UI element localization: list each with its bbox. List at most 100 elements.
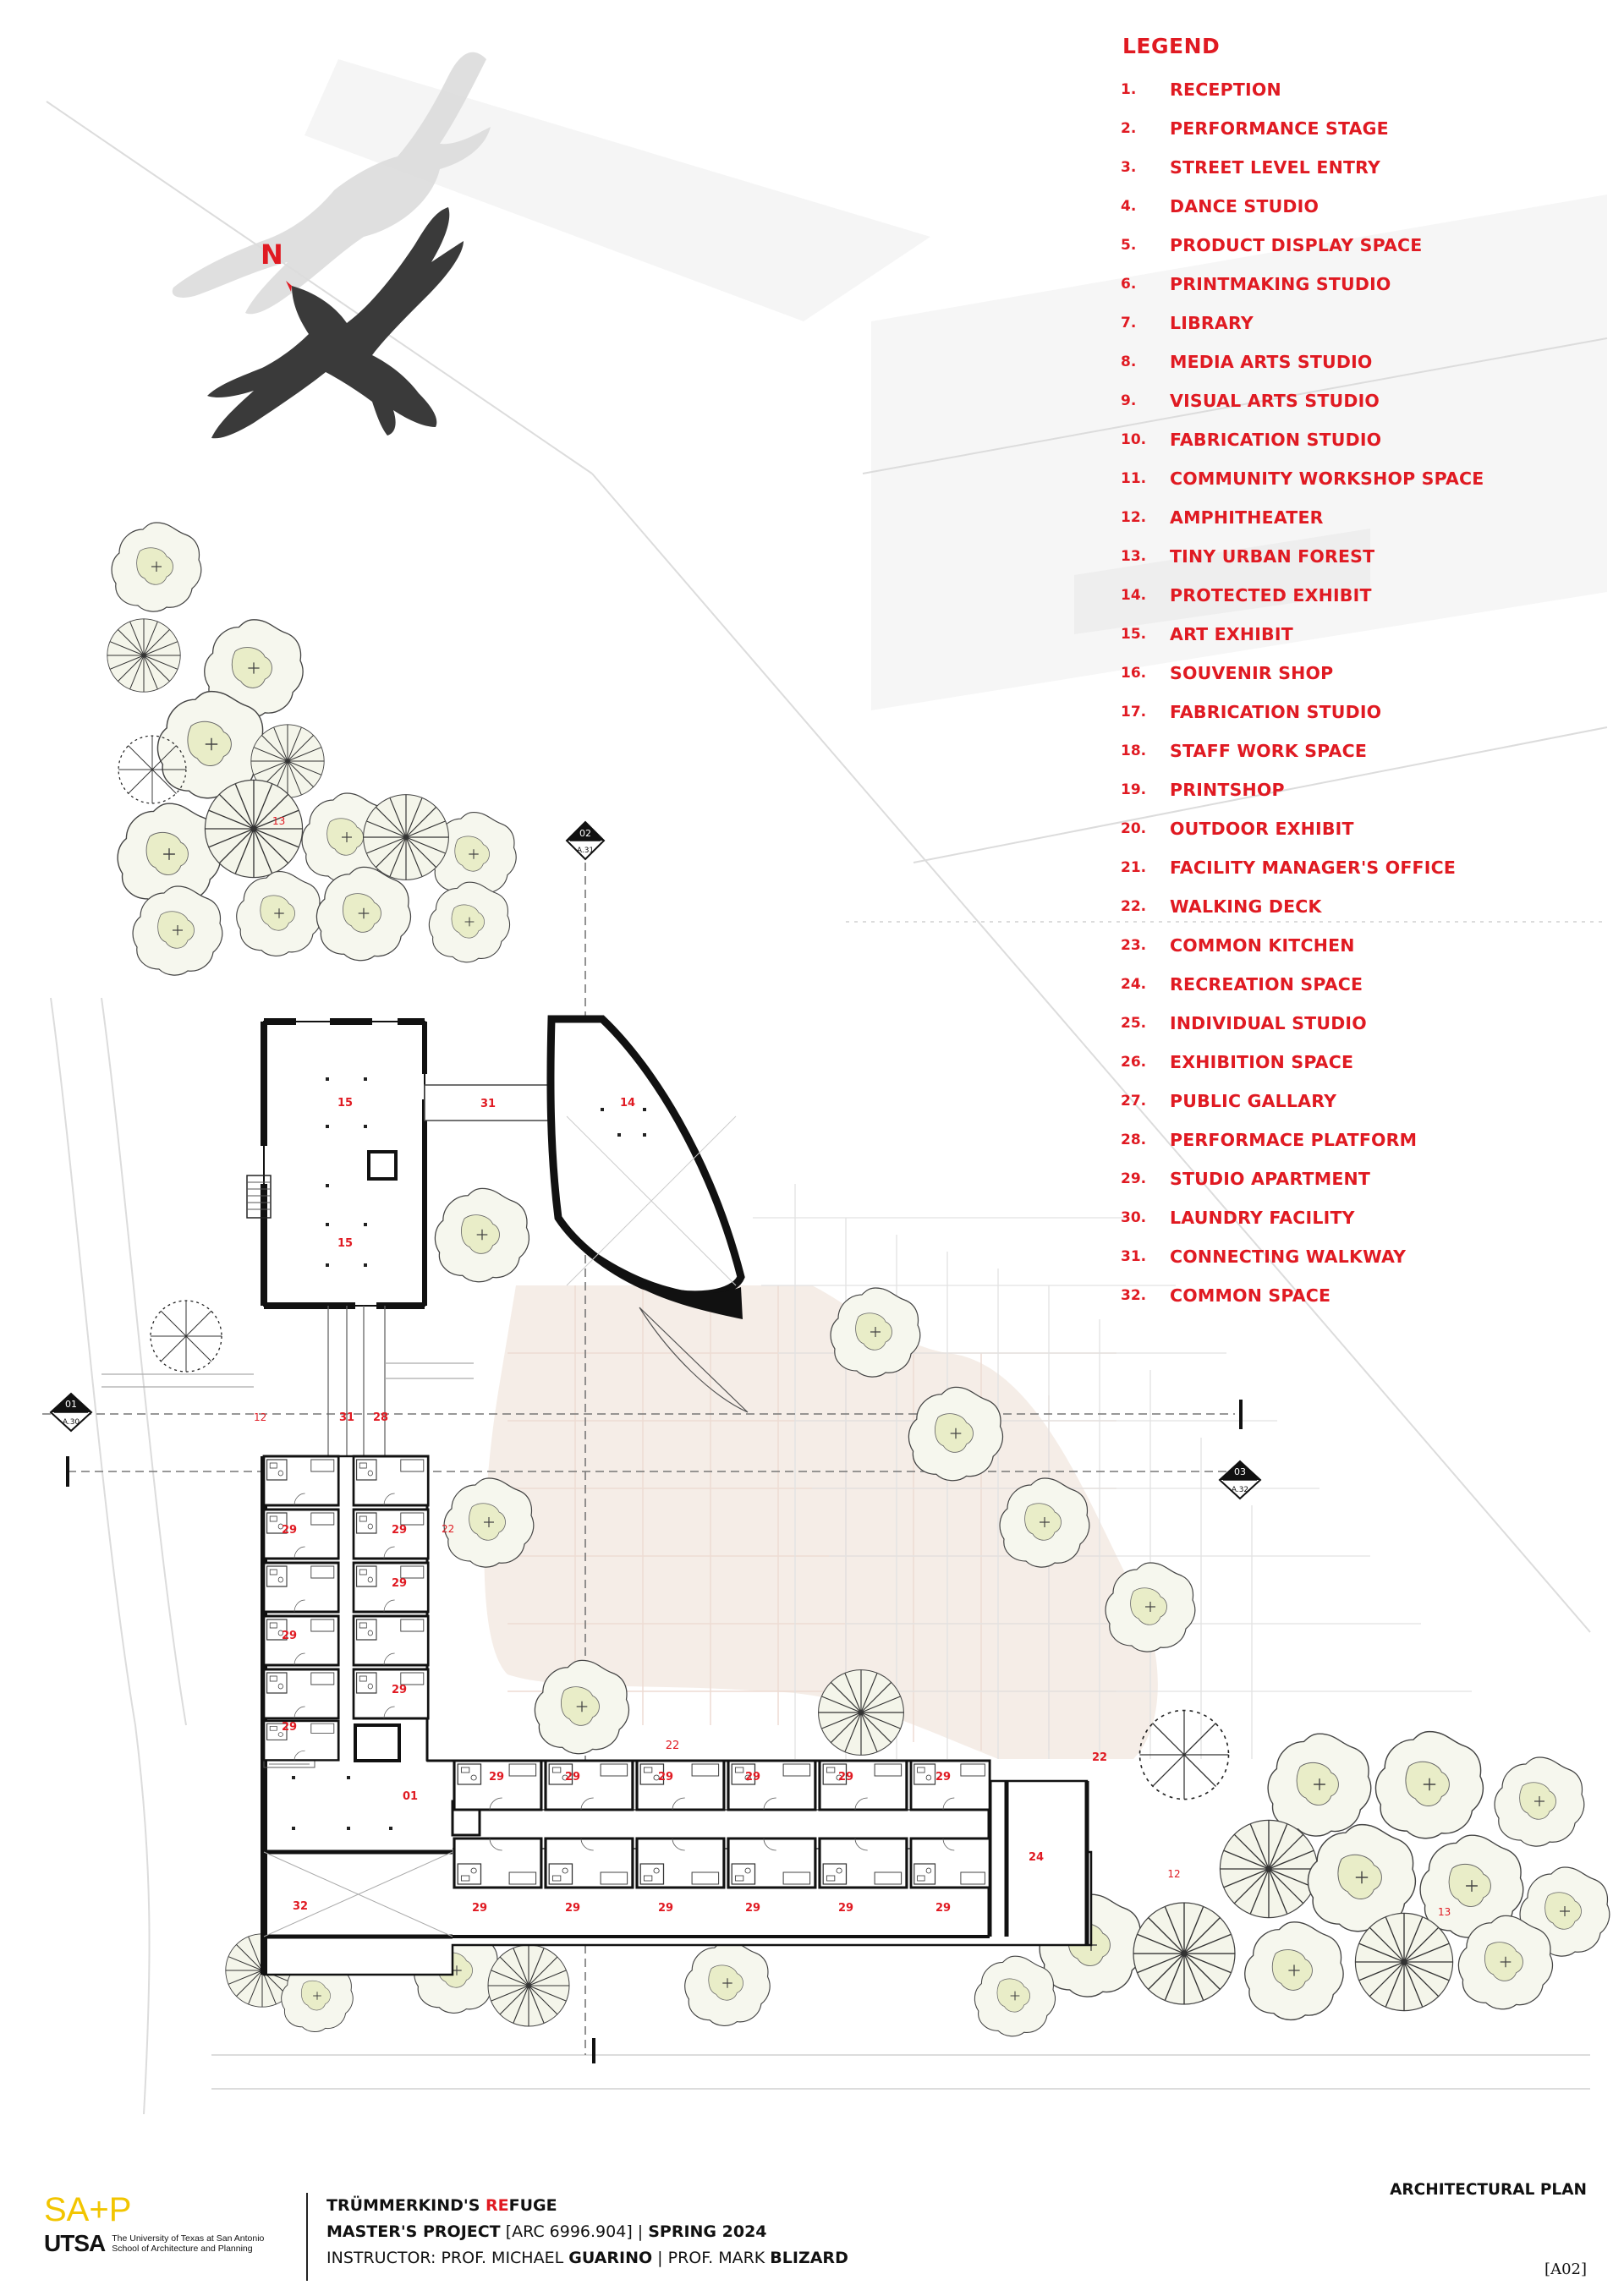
legend-item-number: 22.: [1121, 898, 1147, 915]
legend-item-label: AMPHITHEATER: [1170, 507, 1324, 528]
legend-item-number: 17.: [1121, 704, 1147, 721]
course-info: MASTER'S PROJECT [ARC 6996.904] | SPRING…: [326, 2219, 848, 2245]
instructor-name-1: GUARINO: [568, 2249, 653, 2267]
legend-item-number: 27.: [1121, 1093, 1147, 1110]
north-arrow-bird-shadow-icon: [172, 52, 491, 315]
apt-tag: 29: [838, 1902, 853, 1915]
legend-item: 14.PROTECTED EXHIBIT: [1121, 576, 1594, 615]
legend-item: 23.COMMON KITCHEN: [1121, 926, 1594, 965]
legend-item: 3.STREET LEVEL ENTRY: [1121, 148, 1594, 187]
legend-item-label: ART EXHIBIT: [1170, 624, 1293, 644]
section-marker-02: 02 A.31: [565, 820, 606, 861]
room-tag-recreation: 24: [1029, 1851, 1044, 1864]
apt-tag: 29: [838, 1771, 853, 1784]
legend-item-number: 20.: [1121, 820, 1147, 837]
apt-tag: 29: [935, 1902, 951, 1915]
apt-tag: 29: [282, 1524, 297, 1537]
art-exhibit-building: [246, 1018, 427, 1309]
apt-tag: 29: [658, 1902, 673, 1915]
project-info: TRÜMMERKIND'S REFUGE MASTER'S PROJECT [A…: [306, 2193, 848, 2281]
project-title-accent: RE: [486, 2196, 509, 2215]
legend-item-number: 9.: [1121, 392, 1137, 409]
legend-item-number: 32.: [1121, 1287, 1147, 1304]
protected-exhibit-pavilion: [546, 1015, 749, 1413]
sheet-title: ARCHITECTURAL PLAN: [1390, 2181, 1587, 2199]
legend-item-number: 21.: [1121, 859, 1147, 876]
apt-tag: 29: [392, 1684, 407, 1696]
legend-item-label: PRINTSHOP: [1170, 780, 1285, 800]
legend-item: 1.RECEPTION: [1121, 70, 1594, 109]
legend-item: 2.PERFORMANCE STAGE: [1121, 109, 1594, 148]
legend-item-label: INDIVIDUAL STUDIO: [1170, 1013, 1367, 1033]
legend-item: 5.PRODUCT DISPLAY SPACE: [1121, 226, 1594, 265]
legend-item: 12. AMPHITHEATER: [1121, 498, 1594, 537]
site-lines: [46, 101, 1608, 2115]
legend-item-label: RECEPTION: [1170, 79, 1281, 100]
legend-item-label: OUTDOOR EXHIBIT: [1170, 819, 1354, 839]
room-tag-exhibit-upper: 15: [337, 1097, 353, 1110]
apt-tag: 29: [489, 1771, 504, 1784]
legend-item: 24.RECREATION SPACE: [1121, 965, 1594, 1004]
room-tag-deck-s: 22: [666, 1740, 680, 1752]
room-tag-protected: 14: [620, 1097, 635, 1110]
legend-item-number: 8.: [1121, 353, 1137, 370]
project-title-pre: TRÜMMERKIND'S: [326, 2196, 486, 2215]
instructor-info: INSTRUCTOR: PROF. MICHAEL GUARINO | PROF…: [326, 2245, 848, 2271]
legend-item-number: 3.: [1121, 159, 1137, 176]
legend-item-number: 19.: [1121, 781, 1147, 798]
legend-item-label: PRINTMAKING STUDIO: [1170, 274, 1391, 294]
legend-item: 26.EXHIBITION SPACE: [1121, 1043, 1594, 1082]
apt-tag: 29: [282, 1630, 297, 1642]
instructor-pre: INSTRUCTOR: PROF. MICHAEL: [326, 2249, 569, 2267]
legend-item: 20. OUTDOOR EXHIBIT: [1121, 809, 1594, 848]
legend-item-number: 30.: [1121, 1209, 1147, 1226]
legend-item: 32. COMMON SPACE: [1121, 1276, 1594, 1315]
section-marker-03: 03 A.32: [1218, 1460, 1262, 1500]
legend-item-number: 26.: [1121, 1054, 1147, 1071]
room-tag-exhibit-lower: 15: [337, 1237, 353, 1250]
room-tag-walkway-top: 31: [480, 1098, 496, 1110]
legend-item-number: 11.: [1121, 470, 1147, 487]
legend-item-label: SOUVENIR SHOP: [1170, 663, 1334, 683]
legend-item-number: 31.: [1121, 1248, 1147, 1265]
legend-item-label: FABRICATION STUDIO: [1170, 702, 1382, 722]
legend-item: 11.COMMUNITY WORKSHOP SPACE: [1121, 459, 1594, 498]
legend-item-label: PERFORMACE PLATFORM: [1170, 1130, 1418, 1150]
legend-item-label: MEDIA ARTS STUDIO: [1170, 352, 1373, 372]
section-marker-01: 01 A.30: [49, 1392, 93, 1433]
legend-item-number: 10.: [1121, 431, 1147, 448]
legend-item: 16.SOUVENIR SHOP: [1121, 654, 1594, 693]
section-line-ends: [66, 1400, 1243, 2063]
legend-item-label: RECREATION SPACE: [1170, 974, 1363, 995]
course-name: MASTER'S PROJECT: [326, 2222, 501, 2241]
room-tag-forest-nw: 13: [272, 815, 285, 827]
brand-utsa: UTSA: [44, 2230, 106, 2256]
apt-tag: 29: [935, 1771, 951, 1784]
apt-tag: 29: [745, 1771, 760, 1784]
section-01-sheet: A.30: [63, 1418, 80, 1427]
legend-item-label: LAUNDRY FACILITY: [1170, 1208, 1355, 1228]
section-02-number: 02: [579, 828, 591, 839]
legend-item: 15.ART EXHIBIT: [1121, 615, 1594, 654]
apt-tag: 29: [565, 1902, 580, 1915]
room-tag-deck-w: 22: [442, 1523, 454, 1535]
legend-item-number: 28.: [1121, 1132, 1147, 1148]
course-term: SPRING 2024: [648, 2222, 767, 2241]
legend-item-label: COMMON SPACE: [1170, 1285, 1331, 1306]
project-title: TRÜMMERKIND'S REFUGE: [326, 2193, 848, 2219]
apt-tag: 29: [472, 1902, 487, 1915]
legend-item-number: 4.: [1121, 198, 1137, 215]
instructor-sep: | PROF. MARK: [652, 2249, 771, 2267]
legend-item-number: 6.: [1121, 276, 1137, 293]
bridge-link: [102, 1306, 474, 1456]
legend-item-number: 12.: [1121, 509, 1147, 526]
brand-school: The University of Texas at San Antonio S…: [112, 2233, 264, 2254]
legend-item: 19. PRINTSHOP: [1121, 770, 1594, 809]
legend-item-label: STAFF WORK SPACE: [1170, 741, 1368, 761]
legend-item-label: WALKING DECK: [1170, 896, 1322, 917]
legend-item-label: COMMON KITCHEN: [1170, 935, 1355, 956]
legend-item: 8. MEDIA ARTS STUDIO: [1121, 342, 1594, 381]
legend-item-number: 18.: [1121, 743, 1147, 759]
school-logo: SA+P UTSA The University of Texas at San…: [44, 2193, 298, 2257]
room-tag-reception: 01: [403, 1790, 418, 1803]
